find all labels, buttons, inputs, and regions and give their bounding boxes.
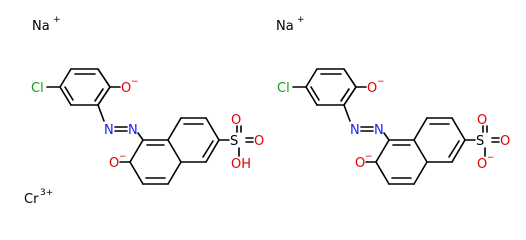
right-phenolate-charge: − (377, 77, 385, 87)
right-sulfonyl-oxygen-top: O (477, 113, 487, 128)
chemical-structure-diagram: Cl O − N N O − S O O OH (24, 15, 511, 207)
left-molecule: Cl O − N N O − S O O OH (31, 68, 264, 185)
left-chlorine-label: Cl (31, 81, 44, 96)
structure-svg: Cl O − N N O − S O O OH (24, 15, 510, 207)
right-sulfonate-charge: − (487, 153, 495, 163)
right-naphthol-charge: − (365, 152, 373, 162)
sodium-ion-2-charge: + (297, 15, 305, 25)
right-naphthalene-ring-b (413, 117, 466, 163)
left-azo-bond-1 (97, 104, 105, 122)
right-phenolate-oxygen-label: O (367, 81, 377, 96)
chromium-ion-charge: 3+ (40, 188, 53, 198)
left-sulfonic-hydroxyl-label: OH (231, 157, 251, 172)
left-azo-n2-label: N (128, 123, 138, 138)
right-molecule: Cl O − N N O − S O O O − (277, 68, 510, 185)
chromium-ion-label: Cr (24, 192, 39, 207)
right-azo-n1-label: N (350, 123, 360, 138)
left-azo-n1-label: N (104, 123, 114, 138)
right-sulfur-label: S (476, 134, 484, 149)
sodium-ion-2-label: Na (276, 19, 294, 34)
right-sulfonyl-oxygen-right: O (500, 134, 510, 149)
left-naphthalene-ring-b (167, 117, 220, 163)
left-sulfur-label: S (230, 134, 238, 149)
left-phenolate-charge: − (131, 77, 139, 87)
left-azo-bond-3 (137, 132, 144, 141)
right-azo-bond-1 (343, 104, 351, 122)
left-phenolate-oxygen-label: O (121, 81, 131, 96)
right-phenol-ring (305, 68, 357, 106)
right-chlorine-label: Cl (277, 81, 290, 96)
left-naphthalene-ring-a (129, 139, 182, 185)
right-sulfonate-oxygen-bottom: O (477, 157, 487, 172)
left-sulfonyl-oxygen-top: O (231, 113, 241, 128)
right-naphthalene-ring-a (375, 139, 428, 185)
left-naphthol-charge: − (119, 152, 127, 162)
left-sulfonyl-oxygen-right: O (254, 134, 264, 149)
right-azo-n2-label: N (374, 123, 384, 138)
right-azo-bond-3 (383, 132, 390, 141)
left-phenol-ring (59, 68, 111, 106)
right-naphthol-oxygen-label: O (355, 156, 365, 171)
left-naphthol-oxygen-label: O (109, 156, 119, 171)
sodium-ion-1-charge: + (53, 15, 61, 25)
sodium-ion-1-label: Na (32, 19, 50, 34)
